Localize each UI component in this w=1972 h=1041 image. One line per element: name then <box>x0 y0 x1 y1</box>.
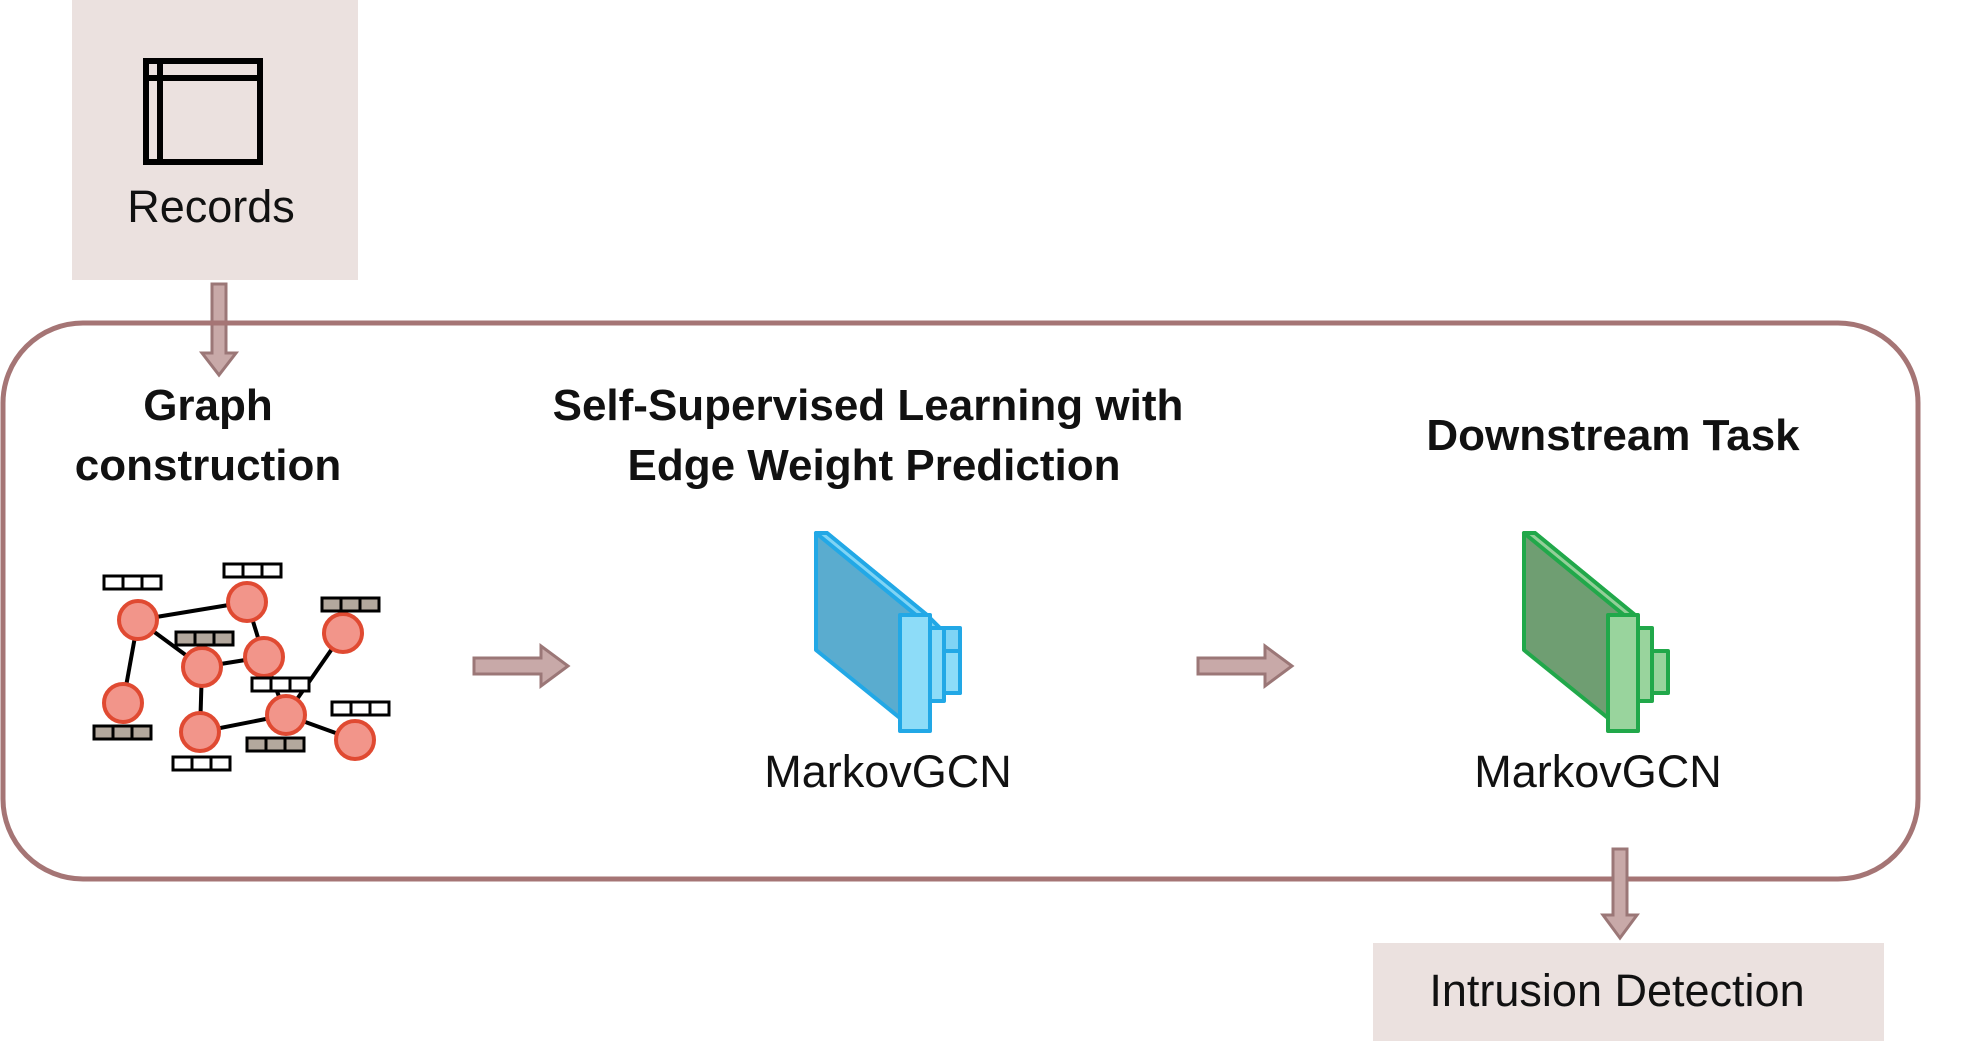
graph-construction-title-1: Graph <box>143 381 273 430</box>
graph-node <box>181 646 223 688</box>
arrow-down-records <box>198 282 240 378</box>
graph-construction-title-2: construction <box>75 441 341 490</box>
arrow-right-2 <box>1196 643 1295 689</box>
records-label: Records <box>127 181 295 232</box>
graph-node <box>117 599 159 641</box>
intrusion-detection-box: Intrusion Detection <box>1373 943 1884 1041</box>
graph-node <box>334 719 376 761</box>
records-box: Records <box>72 0 358 280</box>
table-icon <box>143 58 263 165</box>
graph-node <box>243 636 285 678</box>
graph-node <box>322 612 364 654</box>
downstream-title: Downstream Task <box>1426 411 1800 460</box>
graph-node <box>265 694 307 736</box>
intrusion-detection-label: Intrusion Detection <box>1429 965 1804 1016</box>
graph-icon <box>92 562 391 772</box>
ssl-model-label: MarkovGCN <box>764 746 1012 797</box>
downstream-model-label: MarkovGCN <box>1474 746 1722 797</box>
graph-node <box>179 711 221 753</box>
pipeline-frame <box>0 320 1921 882</box>
neural-layer-icon <box>814 531 962 733</box>
arrow-down-output <box>1600 847 1640 941</box>
ssl-title-2: Edge Weight Prediction <box>627 441 1120 490</box>
arrow-right-1 <box>472 643 571 689</box>
graph-node <box>102 682 144 724</box>
graph-node <box>226 581 268 623</box>
neural-layer-icon <box>1522 531 1670 733</box>
ssl-title-1: Self-Supervised Learning with <box>553 381 1184 430</box>
